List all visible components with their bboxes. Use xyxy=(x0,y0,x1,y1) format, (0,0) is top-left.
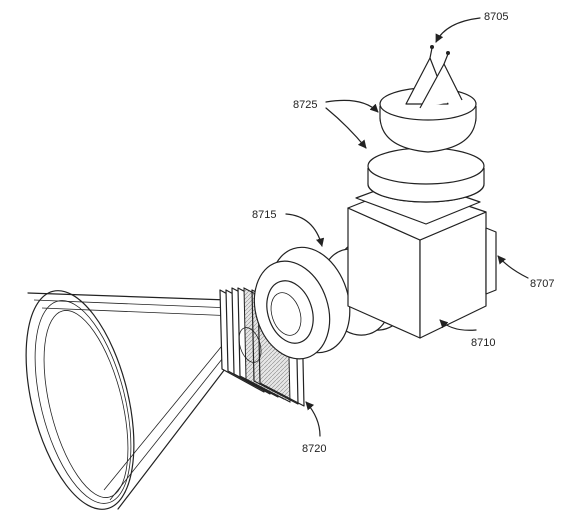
label-8705: 8705 xyxy=(484,11,508,23)
label-8710: 8710 xyxy=(471,337,495,349)
label-8725: 8725 xyxy=(293,99,317,111)
label-8715: 8715 xyxy=(252,209,276,221)
label-8720: 8720 xyxy=(302,443,326,455)
light-cone xyxy=(25,290,239,510)
label-8707: 8707 xyxy=(530,278,554,290)
leader-lines xyxy=(285,17,529,437)
light-source xyxy=(405,45,463,109)
upper-lenses xyxy=(367,87,485,203)
